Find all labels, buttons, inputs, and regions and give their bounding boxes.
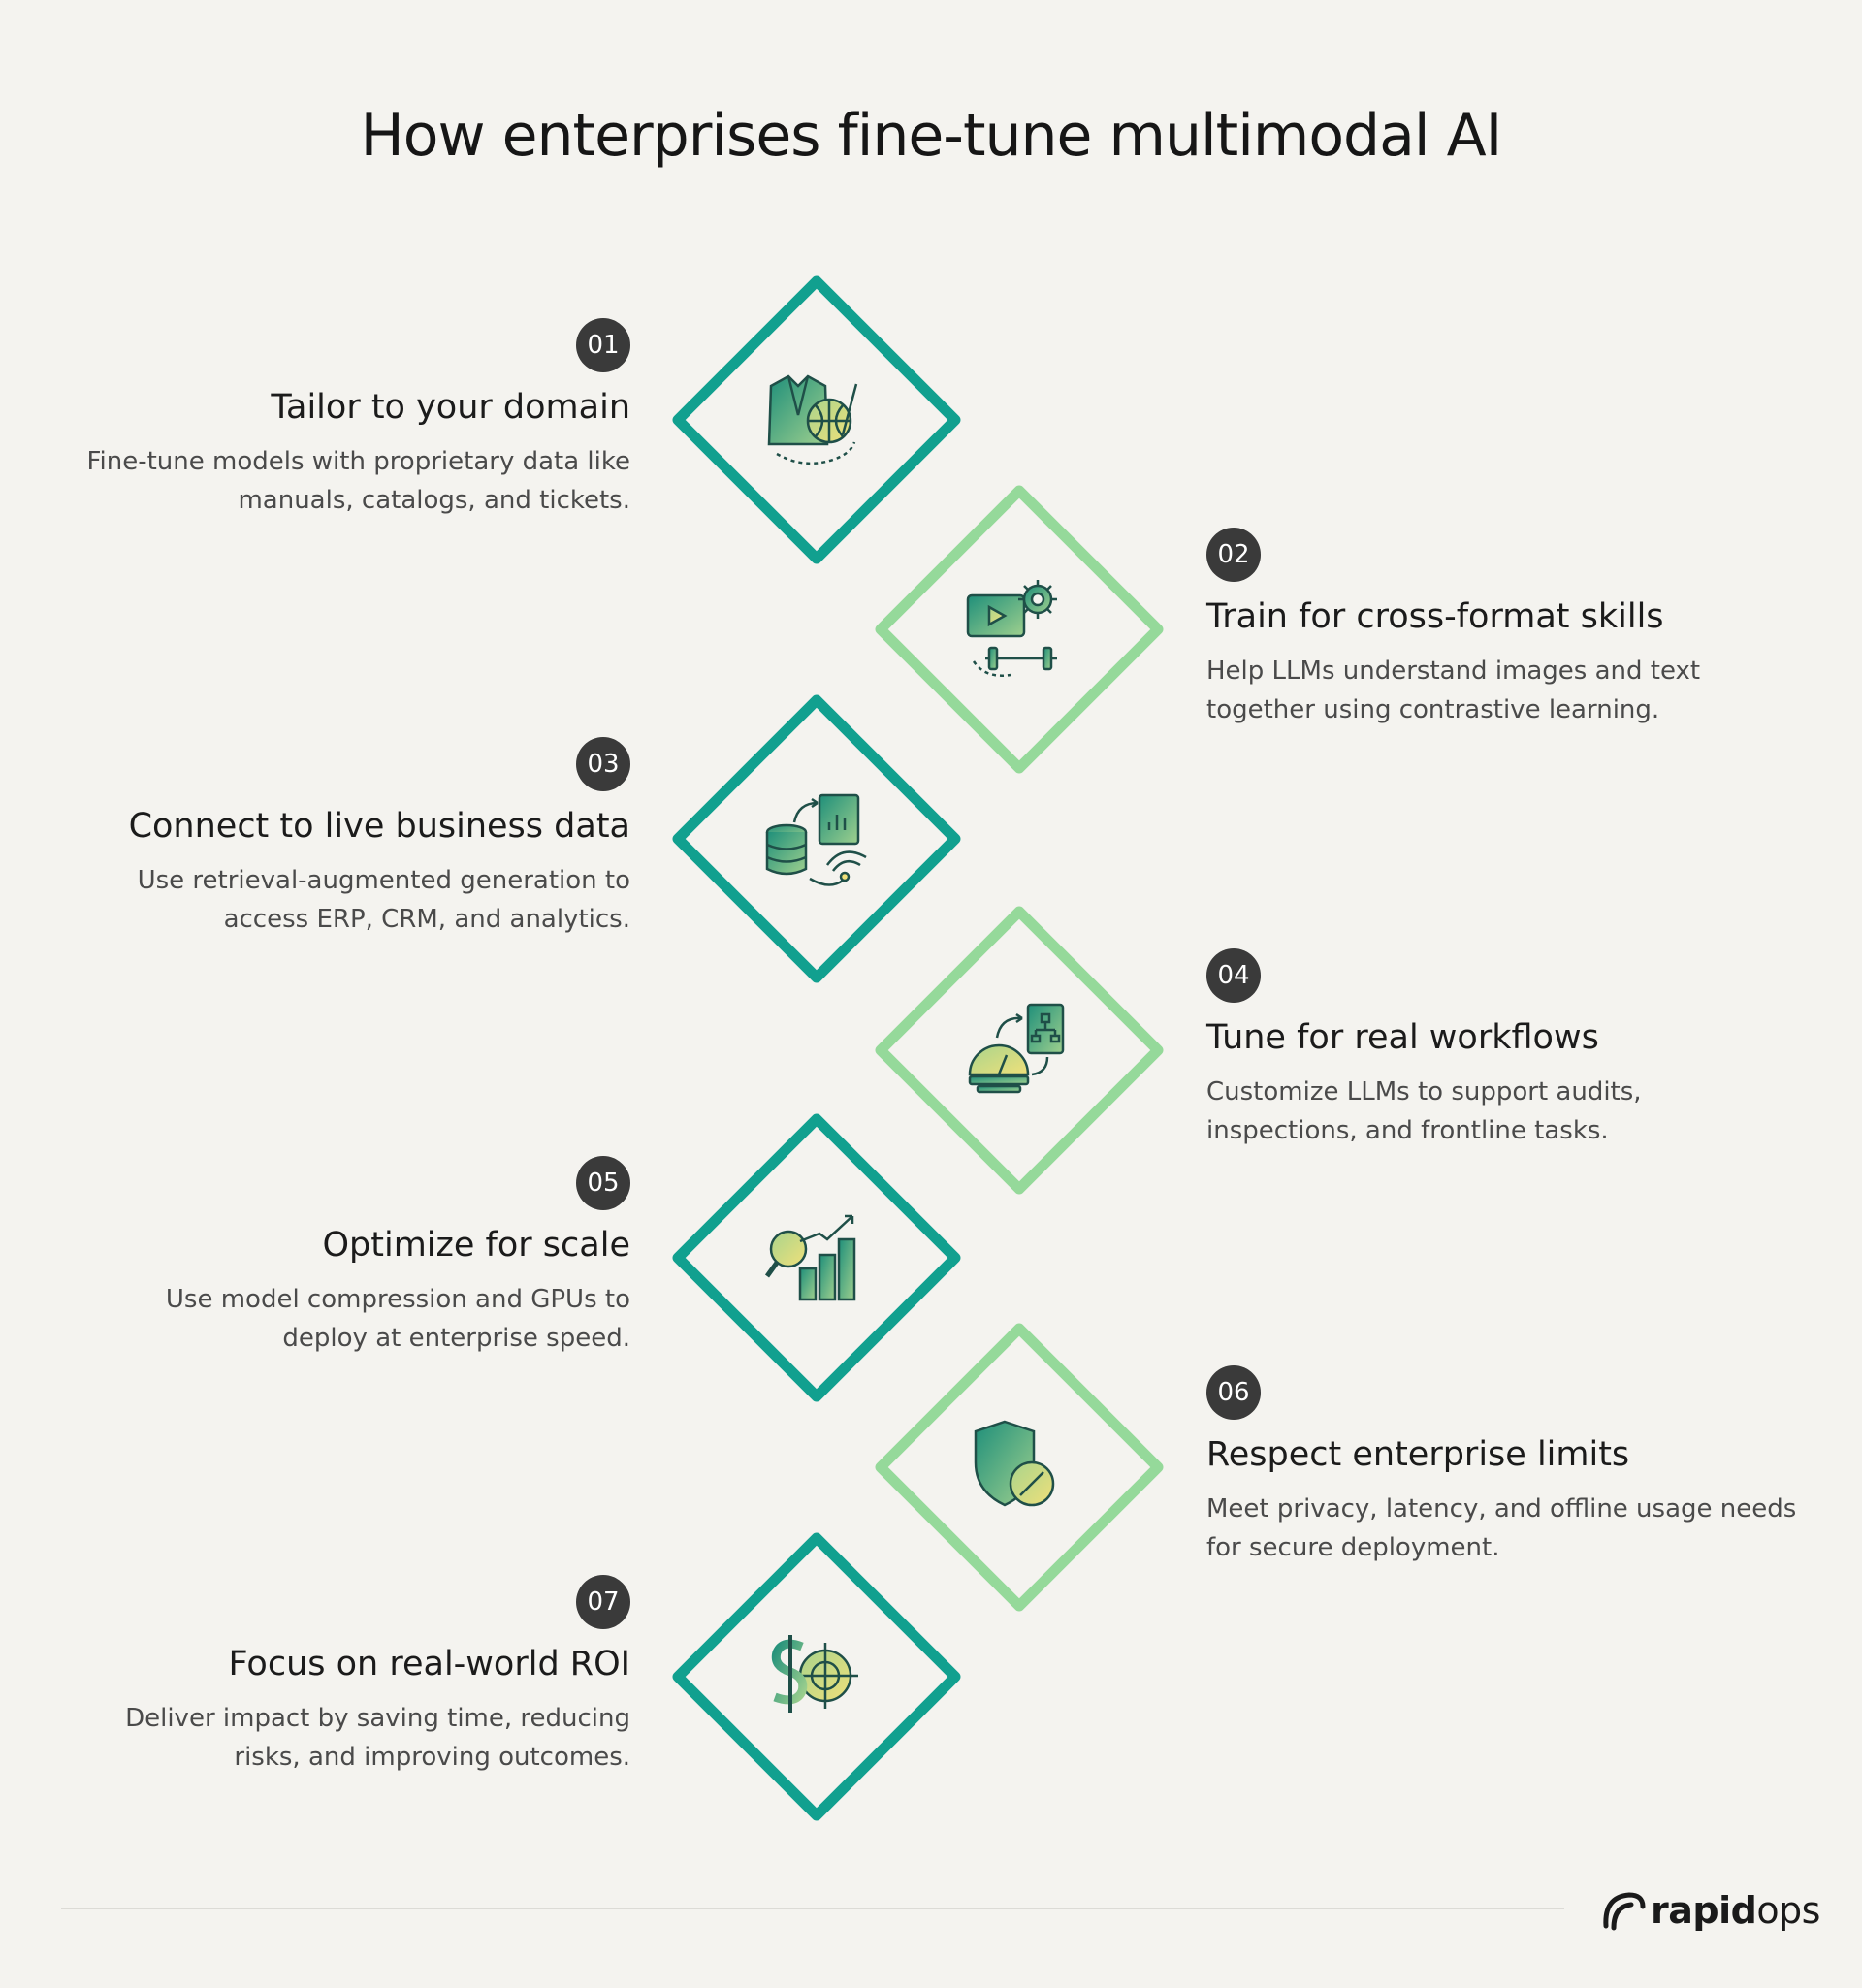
step-07-badge: 07 bbox=[576, 1575, 630, 1629]
step-04-badge: 04 bbox=[1206, 948, 1261, 1003]
gauge-flowchart-icon bbox=[968, 1003, 1065, 1094]
step-07-diamond bbox=[668, 1528, 965, 1825]
rapidops-mark-icon bbox=[1603, 1892, 1646, 1931]
step-06-badge: 06 bbox=[1206, 1365, 1261, 1420]
step-03-diamond bbox=[668, 690, 965, 987]
step-02-title: Train for cross-format skills bbox=[1206, 597, 1664, 636]
step-02-diamond bbox=[871, 481, 1168, 778]
tailor-suit-globe-icon bbox=[767, 374, 858, 465]
shield-block-icon bbox=[974, 1420, 1055, 1507]
magnifier-growth-chart-icon bbox=[764, 1214, 856, 1301]
step-01-diamond bbox=[668, 272, 965, 568]
page-title: How enterprises fine-tune multimodal AI bbox=[360, 102, 1503, 170]
step-07-description: Deliver impact by saving time, reducing … bbox=[125, 1704, 630, 1772]
step-01-badge: 01 bbox=[576, 318, 630, 372]
step-05-title: Optimize for scale bbox=[322, 1226, 631, 1265]
step-05-diamond bbox=[668, 1109, 965, 1406]
step-02-badge: 02 bbox=[1206, 528, 1261, 582]
step-06-diamond bbox=[871, 1319, 1168, 1616]
step-03-badge: 03 bbox=[576, 737, 630, 791]
database-report-wifi-icon bbox=[765, 793, 867, 886]
step-02-description: Help LLMs understand images and text tog… bbox=[1206, 657, 1701, 724]
rapidops-logo[interactable]: rapidops bbox=[1600, 1885, 1820, 1936]
step-01-title: Tailor to your domain bbox=[271, 388, 630, 427]
step-06-description: Meet privacy, latency, and offline usage… bbox=[1206, 1494, 1797, 1562]
step-05-description: Use model compression and GPUs to deploy… bbox=[165, 1285, 630, 1353]
logo-text-light: ops bbox=[1756, 1889, 1820, 1932]
step-04-title: Tune for real workflows bbox=[1206, 1018, 1599, 1057]
step-05-badge: 05 bbox=[576, 1156, 630, 1210]
logo-text-bold: rapid bbox=[1651, 1889, 1757, 1932]
dollar-target-icon bbox=[771, 1635, 858, 1713]
step-04-description: Customize LLMs to support audits, inspec… bbox=[1206, 1077, 1642, 1145]
video-gear-dumbbell-icon bbox=[966, 580, 1057, 677]
step-01-description: Fine-tune models with proprietary data l… bbox=[86, 447, 630, 515]
footer-divider bbox=[61, 1908, 1564, 1909]
step-03-description: Use retrieval-augmented generation to ac… bbox=[137, 866, 630, 934]
step-07-title: Focus on real-world ROI bbox=[228, 1645, 630, 1683]
step-04-diamond bbox=[871, 902, 1168, 1199]
step-03-title: Connect to live business data bbox=[128, 807, 630, 846]
step-06-title: Respect enterprise limits bbox=[1206, 1435, 1630, 1474]
